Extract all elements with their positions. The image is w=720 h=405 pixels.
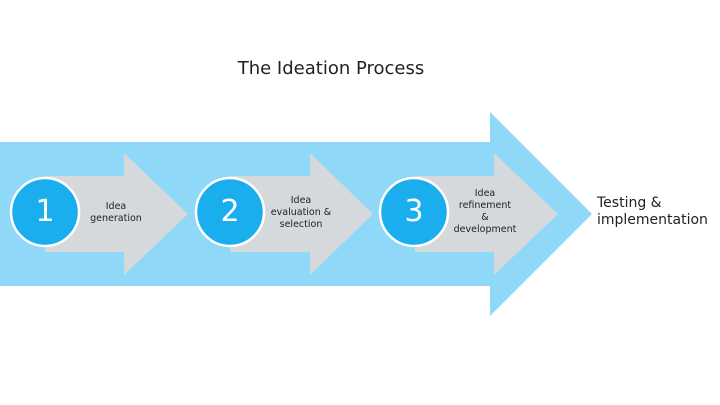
step-label-3: Idea refinement & development [453, 188, 517, 235]
step-number-2: 2 [220, 194, 240, 229]
step-number-1: 1 [35, 194, 55, 229]
step-arrow-2 [230, 153, 373, 275]
outcome-label: Testing & implementation [597, 195, 708, 228]
step-label-1: Idea generation [90, 201, 142, 224]
step-arrow-1 [45, 153, 188, 275]
step-number-3: 3 [404, 194, 424, 229]
step-circle-2 [194, 176, 266, 248]
step-circle-3 [378, 176, 450, 248]
step-arrow-3 [415, 153, 558, 275]
diagram-title: The Ideation Process [237, 58, 425, 79]
step-circle-1 [9, 176, 81, 248]
step-label-2: Idea evaluation & selection [270, 195, 332, 230]
